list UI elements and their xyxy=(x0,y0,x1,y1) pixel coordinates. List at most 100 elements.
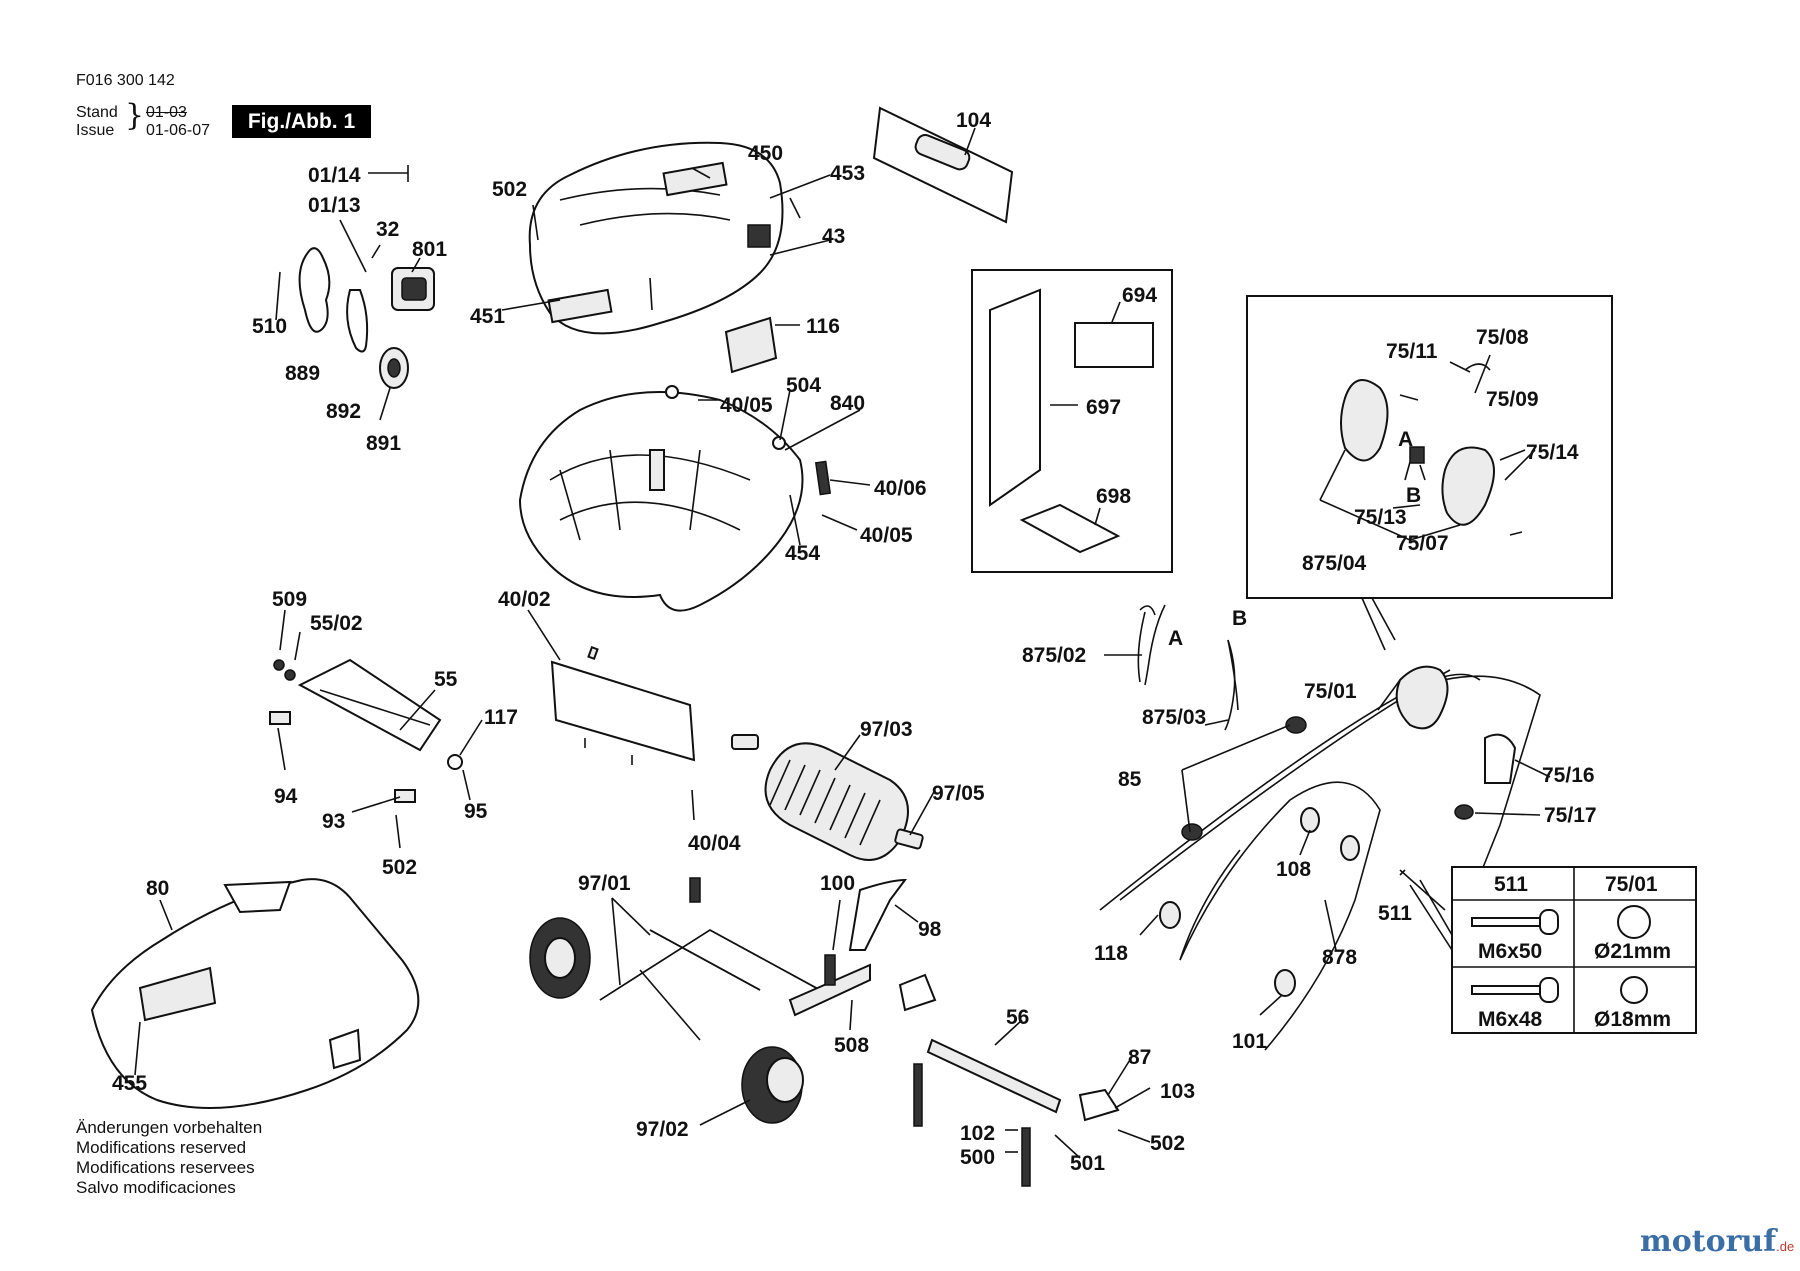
filter-116 xyxy=(724,316,800,374)
label-453: 453 xyxy=(830,162,865,185)
table-col-511: 511 xyxy=(1494,873,1528,896)
label-75-11: 75/11 xyxy=(1386,340,1438,363)
label-01-13: 01/13 xyxy=(308,194,361,217)
issue-label: Issue xyxy=(76,122,115,139)
label-101: 101 xyxy=(1232,1030,1267,1053)
watermark-logo: motoruf.de xyxy=(1640,1224,1794,1259)
label-117: 117 xyxy=(484,706,518,729)
lever-98-icon xyxy=(848,878,908,951)
table-size-row2: M6x48 xyxy=(1478,1008,1543,1031)
label-698: 698 xyxy=(1096,485,1131,508)
label-511: 511 xyxy=(1378,902,1412,925)
note-en: Modifications reserved xyxy=(76,1138,247,1157)
label-75-07: 75/07 xyxy=(1396,532,1449,555)
label-878: 878 xyxy=(1322,946,1357,969)
hood-group xyxy=(501,141,831,335)
label-75-01: 75/01 xyxy=(1304,680,1357,703)
table-dia-row2: Ø18mm xyxy=(1594,1008,1671,1031)
note-de: Änderungen vorbehalten xyxy=(76,1118,263,1137)
housing-group xyxy=(518,385,871,612)
label-875-04: 875/04 xyxy=(1302,552,1367,575)
label-697: 697 xyxy=(1086,396,1121,419)
hood-43-icon xyxy=(528,141,784,335)
label-75-13: 75/13 xyxy=(1354,506,1407,529)
issue-date: 01-06-07 xyxy=(146,122,211,139)
screw-table xyxy=(1409,866,1697,1034)
stand-label: Stand xyxy=(76,104,118,121)
roller-97-03-icon xyxy=(764,742,909,861)
label-892: 892 xyxy=(326,400,361,423)
note-fr: Modifications reservees xyxy=(76,1158,255,1177)
belt-892-icon xyxy=(346,289,369,353)
switch-detail-box xyxy=(1246,295,1613,651)
switch-75-01-icon xyxy=(1395,665,1449,730)
label-A2: A xyxy=(1168,627,1183,650)
label-75-17: 75/17 xyxy=(1544,804,1597,827)
label-116: 116 xyxy=(806,315,840,338)
note-es: Salvo modificaciones xyxy=(76,1178,236,1197)
grass-box-80 xyxy=(90,878,420,1109)
screw-table-text: 511 75/01 M6x50 Ø21mm M6x48 Ø18mm xyxy=(1478,873,1671,1031)
label-75-14: 75/14 xyxy=(1526,441,1579,464)
motor-group xyxy=(275,165,435,421)
watermark-suffix: .de xyxy=(1776,1239,1795,1254)
label-55: 55 xyxy=(434,668,458,691)
label-889: 889 xyxy=(285,362,320,385)
label-85: 85 xyxy=(1118,768,1142,791)
part-labels: 104 450 453 502 43 451 116 01/14 01/13 3… xyxy=(112,109,1597,1175)
handle-group xyxy=(1099,604,1551,1051)
label-93: 93 xyxy=(322,810,345,833)
label-455: 455 xyxy=(112,1072,147,1095)
label-108: 108 xyxy=(1276,858,1311,881)
label-75-16: 75/16 xyxy=(1542,764,1595,787)
label-502a: 502 xyxy=(492,178,527,201)
label-118: 118 xyxy=(1094,942,1128,965)
label-A: A xyxy=(1398,428,1413,451)
label-451: 451 xyxy=(470,305,505,328)
figure-badge: Fig./Abb. 1 xyxy=(232,105,371,138)
belt-889-icon xyxy=(298,247,331,333)
label-801: 801 xyxy=(412,238,447,261)
label-40-05b: 40/05 xyxy=(860,524,913,547)
label-450: 450 xyxy=(748,142,783,165)
label-40-04: 40/04 xyxy=(688,832,741,855)
label-502b: 502 xyxy=(382,856,417,879)
washer-18mm-icon xyxy=(1620,976,1648,1004)
label-B2: B xyxy=(1232,607,1247,630)
label-502c: 502 xyxy=(1150,1132,1185,1155)
label-97-05: 97/05 xyxy=(932,782,985,805)
label-500: 500 xyxy=(960,1146,995,1169)
washer-21mm-icon xyxy=(1617,905,1651,939)
label-56: 56 xyxy=(1006,1006,1029,1029)
label-80: 80 xyxy=(146,877,169,900)
label-98: 98 xyxy=(918,918,942,941)
label-75-09: 75/09 xyxy=(1486,388,1539,411)
label-97-03: 97/03 xyxy=(860,718,913,741)
label-100: 100 xyxy=(820,872,855,895)
cover-plate-104 xyxy=(872,106,1014,224)
watermark-main: motoruf xyxy=(1640,1224,1777,1259)
notes-block: Änderungen vorbehalten Modifications res… xyxy=(76,1118,262,1198)
label-510: 510 xyxy=(252,315,287,338)
label-509: 509 xyxy=(272,588,307,611)
label-840: 840 xyxy=(830,392,865,415)
label-B: B xyxy=(1406,484,1421,507)
table-dia-row1: Ø21mm xyxy=(1594,940,1671,963)
label-875-02: 875/02 xyxy=(1022,644,1086,667)
label-694: 694 xyxy=(1122,284,1157,307)
label-103: 103 xyxy=(1160,1080,1195,1103)
label-75-08: 75/08 xyxy=(1476,326,1529,349)
label-43: 43 xyxy=(822,225,845,248)
label-102: 102 xyxy=(960,1122,995,1145)
label-40-05a: 40/05 xyxy=(720,394,773,417)
label-104: 104 xyxy=(956,109,991,132)
label-508: 508 xyxy=(834,1034,869,1057)
label-97-01: 97/01 xyxy=(578,872,631,895)
label-97-02: 97/02 xyxy=(636,1118,689,1141)
roller-group xyxy=(527,609,936,861)
label-501: 501 xyxy=(1070,1152,1105,1175)
label-55-02: 55/02 xyxy=(310,612,363,635)
label-875-03: 875/03 xyxy=(1142,706,1206,729)
brace-icon: } xyxy=(125,98,145,133)
